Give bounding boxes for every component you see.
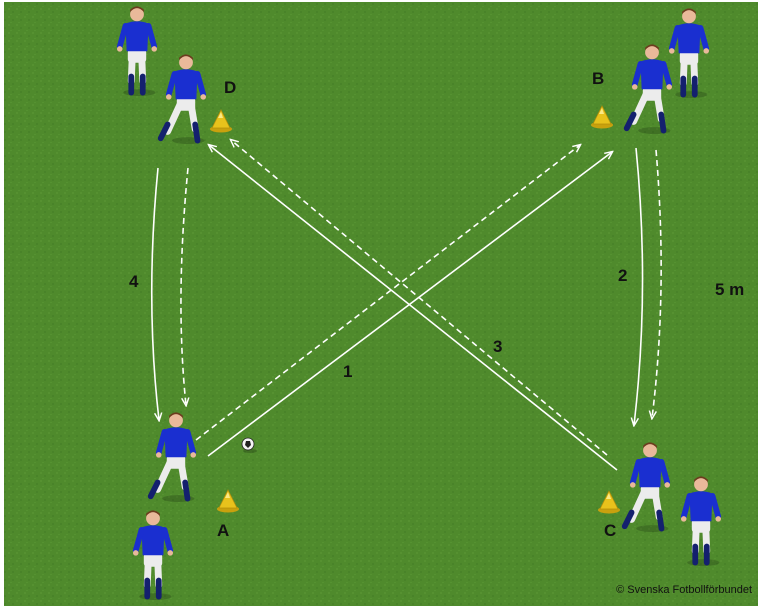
distance-label: 5 m [715, 281, 744, 298]
pass-number-1: 1 [343, 363, 352, 380]
position-label-a: A [217, 522, 229, 539]
position-label-b: B [592, 70, 604, 87]
pass-number-2: 2 [618, 267, 627, 284]
pass-number-3: 3 [493, 338, 502, 355]
position-label-c: C [604, 522, 616, 539]
pass-number-4: 4 [129, 273, 138, 290]
copyright-text: © Svenska Fotbollförbundet [616, 584, 752, 596]
position-label-d: D [224, 79, 236, 96]
